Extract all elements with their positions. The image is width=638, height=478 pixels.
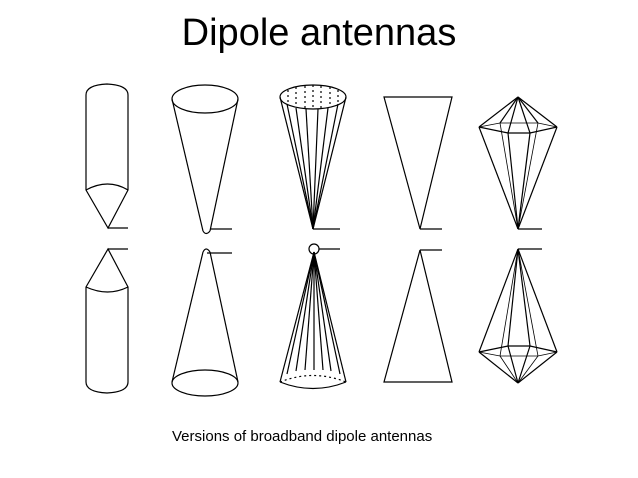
cylindrical-dipole-lower-arm: [86, 249, 128, 393]
bowtie-upper-triangle: [384, 97, 452, 229]
conical-dipole-upper-cone: [172, 85, 238, 234]
conical-dipole: [172, 85, 238, 396]
cylindrical-dipole-upper-arm: [86, 84, 128, 228]
triangular-bowtie-dipole: [384, 97, 452, 382]
wire-cage-lower-cone: [280, 249, 346, 389]
conical-dipole-lower-cone: [172, 249, 238, 396]
figure-caption: Versions of broadband dipole antennas: [172, 428, 433, 445]
cage-upper-section: [479, 97, 557, 229]
cylindrical-dipole: [86, 84, 128, 393]
wire-cage-upper-cone: [280, 85, 346, 229]
bowtie-lower-triangle: [384, 250, 452, 382]
wire-cage-upper-hidden-wires: [288, 85, 338, 108]
cage-lower-section: [479, 249, 557, 383]
wire-cage-biconical-dipole: [280, 85, 346, 389]
biconical-cage-dipole: [479, 97, 557, 383]
slide-title: Dipole antennas: [181, 12, 457, 54]
